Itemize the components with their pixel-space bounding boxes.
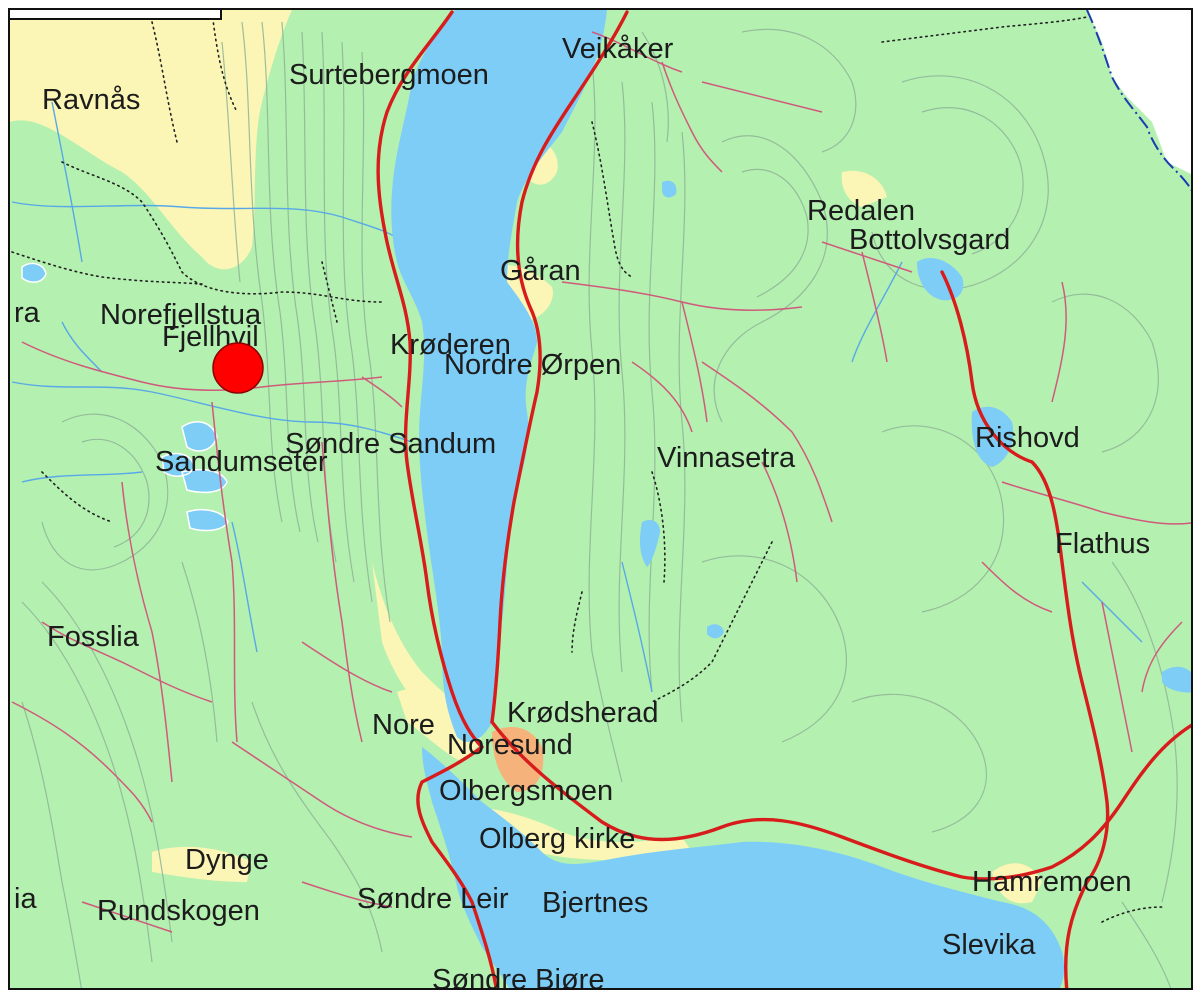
label-nore: Nore xyxy=(372,709,435,741)
pond-4 xyxy=(187,509,228,531)
label-dynge: Dynge xyxy=(185,844,269,876)
label-bottolvsgard: Bottolvsgard xyxy=(849,224,1010,256)
label-sondre-bjore: Søndre Bjøre xyxy=(432,964,604,990)
water-bodies xyxy=(22,10,1191,988)
pond-6 xyxy=(639,520,660,567)
map-viewport[interactable]: Surtebergmoen Veikåker Ravnås Redalen Bo… xyxy=(8,8,1193,990)
label-ra: ra xyxy=(14,297,41,329)
pond-5 xyxy=(22,263,46,283)
place-labels: Surtebergmoen Veikåker Ravnås Redalen Bo… xyxy=(14,33,1150,990)
pond-3 xyxy=(182,469,227,493)
label-fosslia: Fosslia xyxy=(47,621,140,653)
pond-outlines xyxy=(21,262,229,532)
pond-8 xyxy=(1162,666,1191,693)
label-redalen: Redalen xyxy=(807,195,915,227)
label-surtebergmoen: Surtebergmoen xyxy=(289,59,489,91)
label-krodsherad: Krødsherad xyxy=(507,697,659,729)
minor-roads xyxy=(11,31,1191,933)
outside-region xyxy=(1087,10,1191,174)
lake-rishovd xyxy=(971,406,1014,467)
label-kroderen: Krøderen xyxy=(390,329,511,361)
road-west-shore xyxy=(376,10,484,749)
main-roads xyxy=(376,10,1191,988)
label-garan: Gåran xyxy=(500,255,581,287)
label-rundskogen: Rundskogen xyxy=(97,895,260,927)
map-canvas[interactable]: Surtebergmoen Veikåker Ravnås Redalen Bo… xyxy=(10,10,1193,990)
label-nordre-orpen: Nordre Ørpen xyxy=(444,349,621,381)
label-norefjellstua: Norefjellstua xyxy=(100,299,262,331)
road-east-north xyxy=(940,270,1110,988)
label-flathus: Flathus xyxy=(1055,528,1150,560)
map-header-box xyxy=(10,10,222,20)
label-noresund: Noresund xyxy=(447,729,573,761)
lake-kroderen xyxy=(391,10,607,742)
road-nore-south xyxy=(416,745,498,988)
road-south-east xyxy=(490,720,1191,881)
label-vinnasetra: Vinnasetra xyxy=(657,442,796,474)
label-sondre-sandum: Søndre Sandum xyxy=(285,428,496,460)
pond-9 xyxy=(707,624,724,639)
label-veikaker: Veikåker xyxy=(562,33,674,65)
urban-area xyxy=(492,727,544,792)
label-olbergsmoen: Olbergsmoen xyxy=(439,775,613,807)
label-olberg-kirke: Olberg kirke xyxy=(479,823,635,855)
label-ia: ia xyxy=(14,883,37,915)
streams xyxy=(11,101,1143,693)
label-bjertnes: Bjertnes xyxy=(542,887,648,919)
label-sandumseter: Sandumseter xyxy=(155,446,328,478)
open-land-areas xyxy=(10,10,1042,988)
label-rishovd: Rishovd xyxy=(975,422,1080,454)
label-slevika: Slevika xyxy=(942,929,1036,961)
label-sondre-leir: Søndre Leir xyxy=(357,883,509,915)
contour-lines xyxy=(21,21,1178,988)
location-marker-icon[interactable] xyxy=(212,342,264,394)
trails xyxy=(11,11,1163,923)
label-ravnas: Ravnås xyxy=(42,84,140,116)
municipal-border xyxy=(1086,10,1191,192)
label-hamremoen: Hamremoen xyxy=(972,866,1132,898)
pond-1 xyxy=(182,421,217,451)
road-east-shore xyxy=(490,10,629,724)
lake-south xyxy=(422,747,1065,988)
pond-7 xyxy=(662,180,677,198)
